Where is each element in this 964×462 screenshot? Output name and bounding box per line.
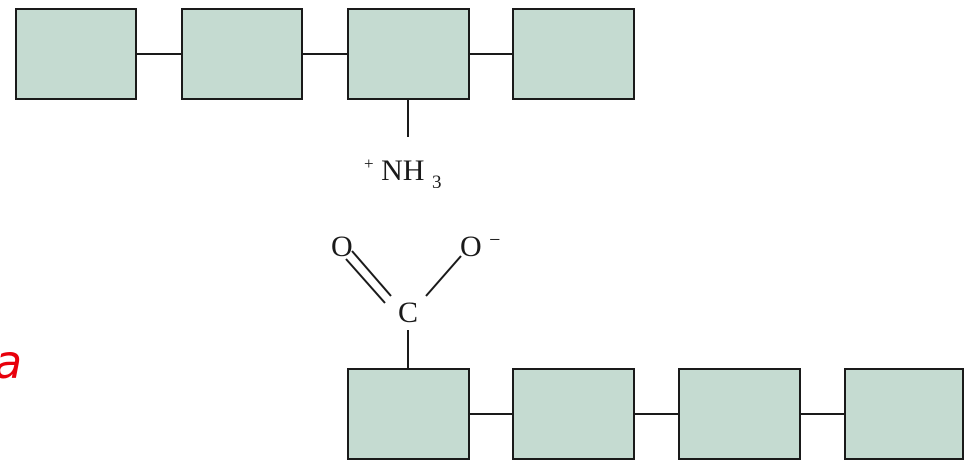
red-annotation-text: a: [0, 335, 22, 389]
double-bond-oxygen-label: O: [331, 230, 353, 263]
amino-subscript: 3: [432, 172, 442, 193]
top-residue-box-4: [512, 8, 635, 100]
bottom-peptide-chain: [347, 368, 964, 460]
bottom-residue-box-1: [347, 368, 470, 460]
bottom-residue-box-4: [844, 368, 964, 460]
carbonyl-double-bond-2: [345, 258, 386, 304]
carbon-label: C: [398, 296, 418, 329]
top-residue-box-1: [15, 8, 137, 100]
single-bond-oxygen-symbol: O: [460, 230, 482, 263]
carboxylate-group: O O − C: [331, 229, 500, 369]
top-peptide-chain: [15, 8, 635, 100]
amino-group-label: + NH 3: [364, 143, 441, 193]
carbonyl-double-bond-1: [351, 250, 392, 297]
carboxylate-single-bond: [425, 255, 462, 297]
amino-symbol: NH: [381, 154, 424, 187]
top-residue-box-3: [347, 8, 470, 100]
top-residue-box-2: [181, 8, 303, 100]
carboxylate-charge: −: [489, 229, 500, 251]
single-bond-oxygen-label: O −: [460, 229, 500, 263]
bottom-residue-box-2: [512, 368, 635, 460]
amino-charge: +: [364, 154, 374, 173]
bottom-residue-box-3: [678, 368, 801, 460]
